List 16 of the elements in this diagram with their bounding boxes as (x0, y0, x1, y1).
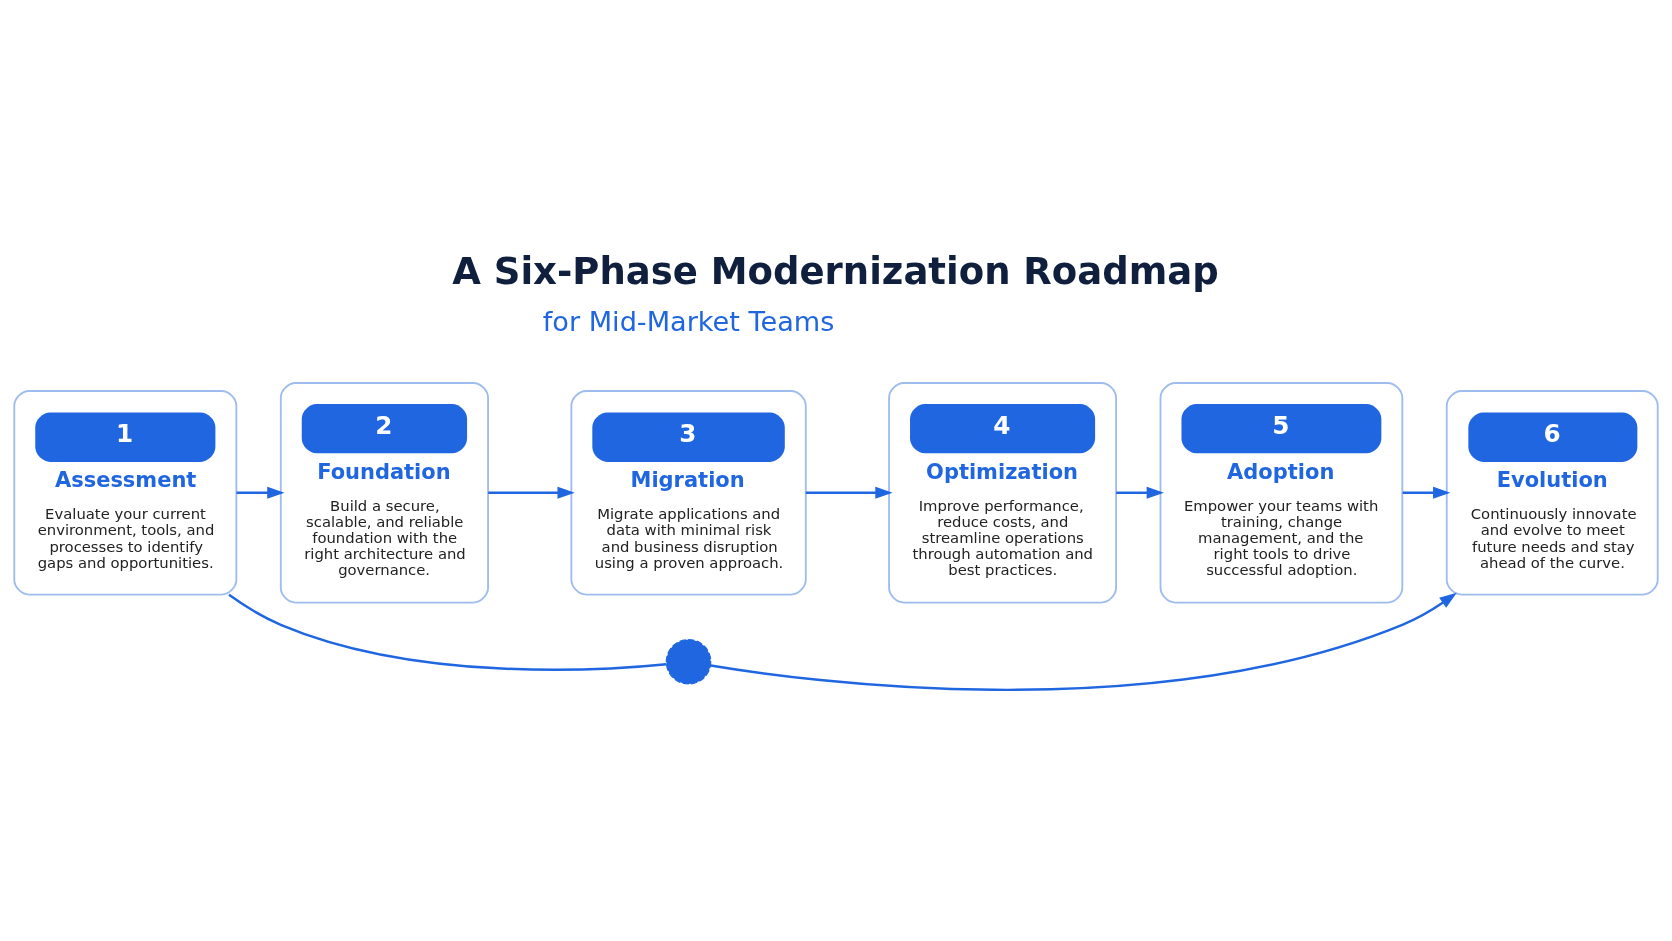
node-box: 1 Assessment Evaluate your current environment, tools, and processes to identify gaps and opportunities. (13, 390, 238, 596)
arrow (488, 486, 575, 499)
arrow (805, 486, 893, 499)
node-circle (665, 638, 712, 685)
node-box: 6 Evolution Continuously innovate and evolve to meet future needs and stay ahead of the curve. (1445, 390, 1659, 596)
connector (228, 593, 667, 671)
arrow (236, 486, 285, 499)
node-box: 2 Foundation Build a secure, scalable, and reliable foundation with the right architecture and governance. (279, 382, 489, 604)
node-box: 3 Migration Migrate applications and data with minimal risk and business disruption using a proven approach. (570, 390, 807, 596)
node-box: 4 Optimization Improve performance, reduce costs, and streamline operations through automation and best practices. (888, 382, 1117, 604)
node-box: 5 Adoption Empower your teams with training, change management, and the right tools to drive successful adoption. (1159, 382, 1404, 604)
label: for Mid-Market Teams (542, 305, 835, 337)
arrow (1116, 486, 1164, 499)
diagram-title: A Six-Phase Modernization Roadmap (452, 250, 1219, 294)
arrow (1402, 486, 1451, 499)
arrow (710, 592, 1457, 691)
